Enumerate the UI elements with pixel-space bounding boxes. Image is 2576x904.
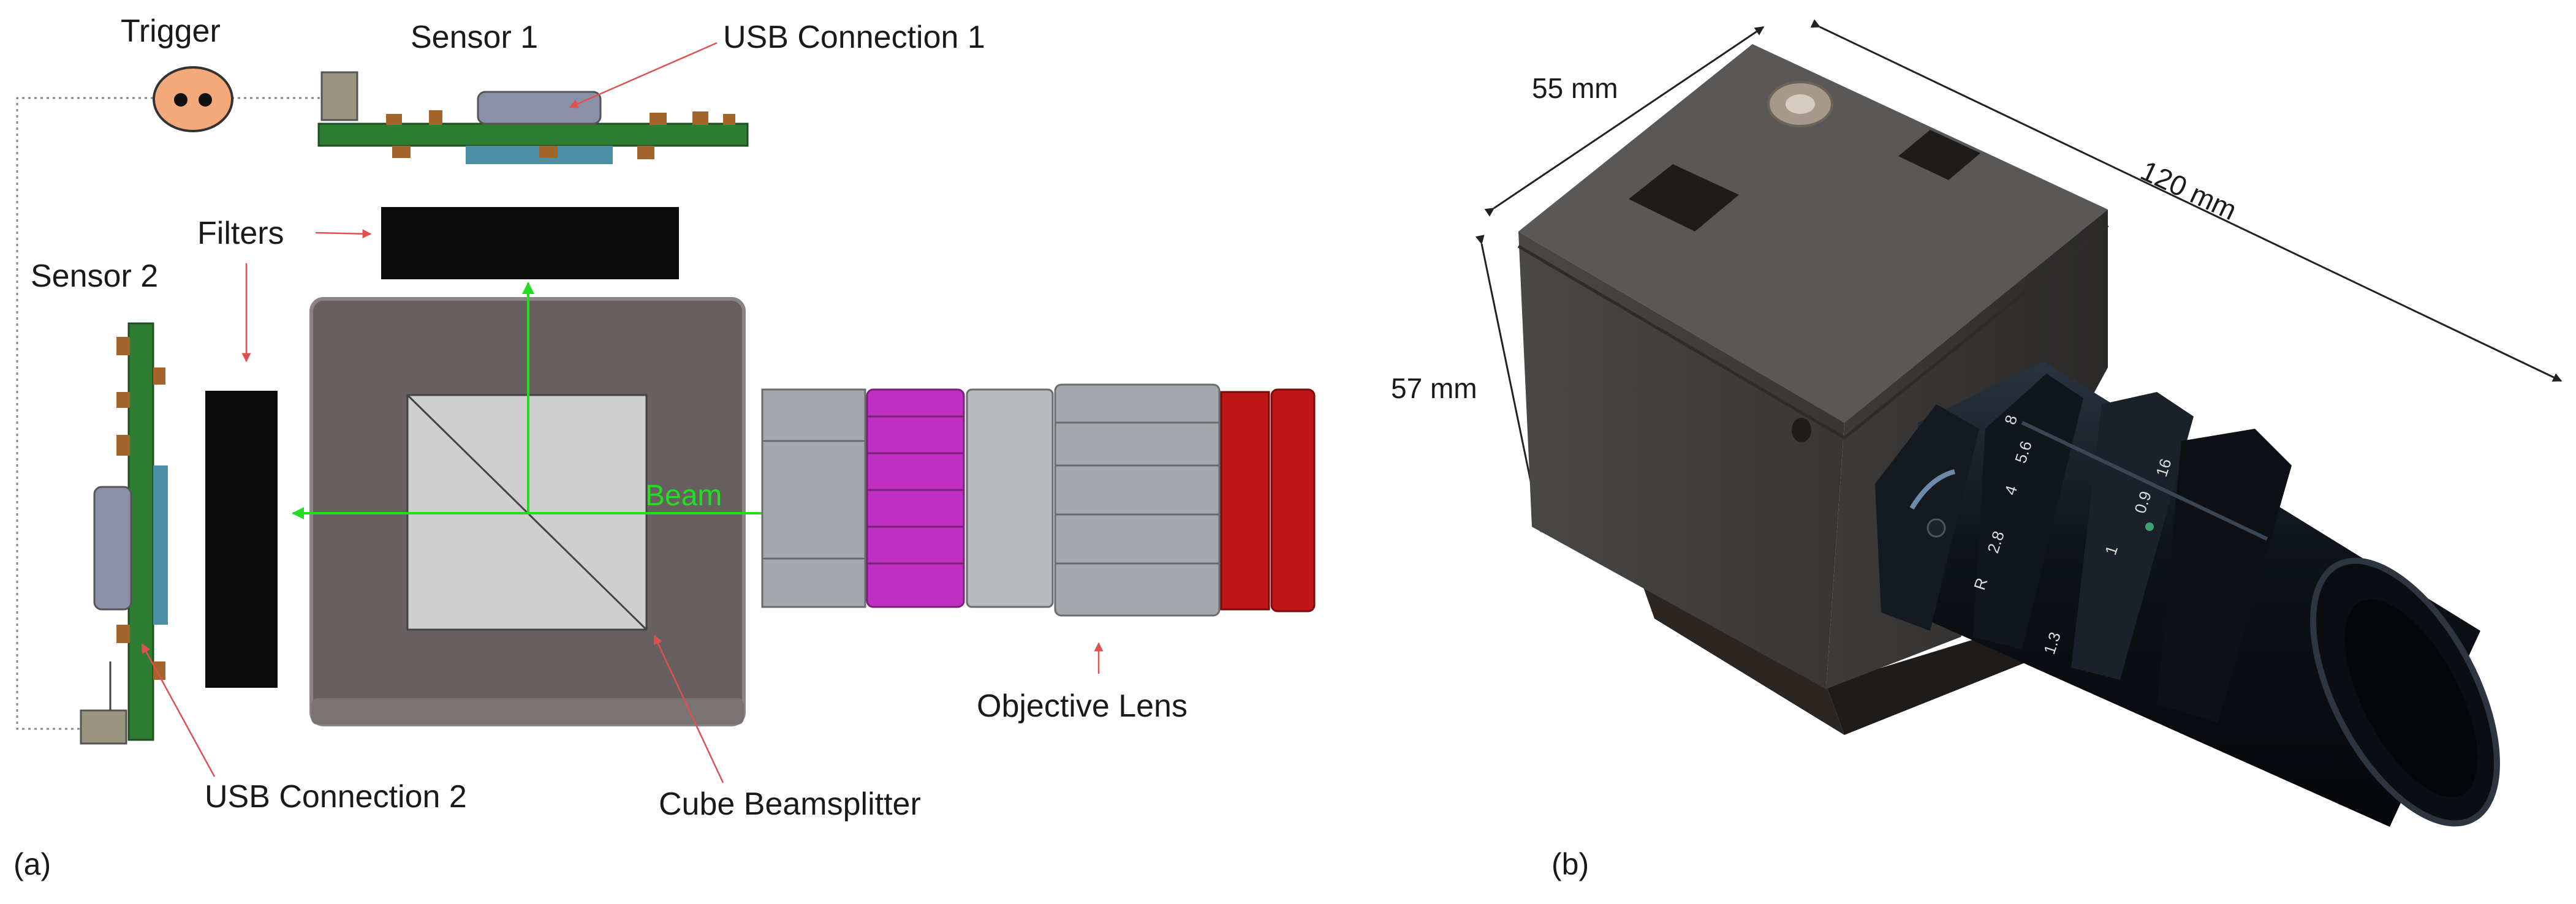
trigger-pin-left	[174, 93, 188, 107]
usb-connection-2-pointer	[141, 643, 216, 777]
filter-top	[381, 207, 679, 279]
dim-length-line	[1810, 19, 2563, 382]
trigger-label: Trigger	[121, 13, 221, 49]
camera-box-front	[1518, 232, 1844, 689]
camera-box-top	[1518, 44, 2108, 423]
sensor-1-label: Sensor 1	[411, 20, 538, 55]
filter-left	[205, 391, 278, 688]
trigger-pin-right	[199, 93, 212, 107]
filters-pointer-right	[315, 229, 372, 239]
objective-lens-label: Objective Lens	[977, 688, 1188, 724]
sensor-2	[80, 322, 168, 745]
dim-width-label: 55 mm	[1532, 72, 1618, 104]
panel-b-caption: (b)	[1551, 847, 1589, 881]
trigger-connector	[153, 66, 233, 132]
sensor-2-label: Sensor 2	[31, 258, 158, 294]
beam-label: Beam	[645, 480, 722, 512]
panel-b: 55 mm 120 mm 57 mm	[1391, 19, 2563, 881]
dim-length-label: 120 mm	[2136, 154, 2242, 226]
panel-a-caption: (a)	[13, 847, 51, 881]
trigger-wire	[16, 97, 159, 730]
panel-a: Trigger Sensor 1 USB Connection 1 Filter…	[13, 13, 1316, 881]
cube-housing-edge	[311, 698, 744, 725]
filters-label: Filters	[197, 216, 284, 251]
top-opening-left	[1629, 164, 1739, 232]
dim-width-line	[1484, 26, 1765, 217]
top-opening-right	[1898, 130, 1980, 180]
usb-connection-1-label: USB Connection 1	[723, 20, 985, 55]
cube-beamsplitter-pointer	[653, 635, 724, 783]
usb-connection-1-pointer	[569, 42, 718, 108]
sensor-1	[317, 71, 749, 164]
camera-lens: 8 5.6 4 2.8 16 0.9 1 1.3 R	[1875, 361, 2500, 827]
objective-lens	[761, 383, 1316, 617]
usb-connection-2-label: USB Connection 2	[205, 779, 467, 815]
dim-height-label: 57 mm	[1391, 372, 1477, 404]
cube-beamsplitter-label: Cube Beamsplitter	[659, 786, 921, 822]
